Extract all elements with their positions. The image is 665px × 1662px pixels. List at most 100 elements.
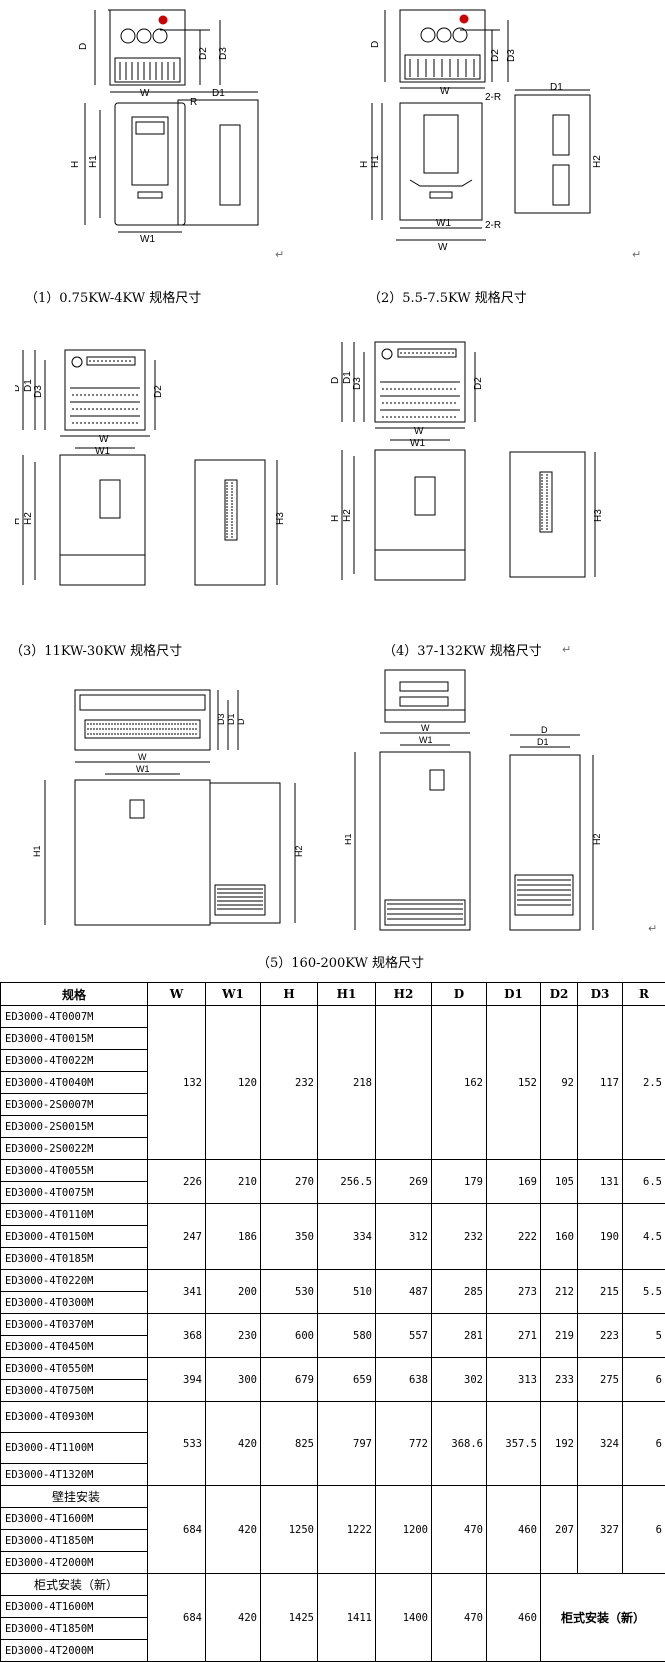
dim-w1: W1: [419, 735, 433, 745]
model-cell: ED3000-4T0007M: [1, 1006, 148, 1028]
dim-h: H: [330, 515, 341, 522]
caption-figure-5: （5）160-200KW 规格尺寸: [257, 952, 424, 971]
value-cell: 659: [318, 1358, 376, 1402]
value-cell: 179: [432, 1160, 487, 1204]
dim-r: R: [190, 97, 197, 108]
value-cell: 797: [318, 1402, 376, 1486]
value-cell: 324: [578, 1402, 623, 1486]
value-cell: 105: [541, 1160, 578, 1204]
value-cell: 256.5: [318, 1160, 376, 1204]
value-cell: 160: [541, 1204, 578, 1270]
value-cell: 487: [376, 1270, 432, 1314]
value-cell: 341: [148, 1270, 206, 1314]
dim-w1: W1: [140, 234, 155, 245]
dim-d: D: [236, 718, 246, 725]
value-cell: 600: [261, 1314, 318, 1358]
value-cell: 420: [206, 1486, 261, 1574]
dim-d3: D3: [33, 385, 44, 398]
dim-d2: D2: [198, 47, 209, 60]
value-cell: 2.5: [623, 1006, 665, 1160]
drawing-37-132kw: D D1 D3 D2 W W1 H H2 H3: [330, 332, 630, 622]
dim-w: W: [99, 434, 109, 445]
value-cell: 192: [541, 1402, 578, 1486]
drawing-160-200kw-wall: D3 D1 D W W1 H1 H2: [30, 685, 330, 935]
col-header: D3: [578, 983, 623, 1006]
spec-table: 规格 W W1 H H1 H2 D D1 D2 D3 R ED3000-4T00…: [0, 982, 665, 1662]
dim-d1: D1: [550, 82, 563, 93]
dim-d3: D3: [218, 47, 229, 60]
value-cell: 270: [261, 1160, 318, 1204]
value-cell: 131: [578, 1160, 623, 1204]
value-cell: 207: [541, 1486, 578, 1574]
value-cell: 190: [578, 1204, 623, 1270]
value-cell: 230: [206, 1314, 261, 1358]
value-cell: 233: [541, 1358, 578, 1402]
value-cell: 1250: [261, 1486, 318, 1574]
table-row: 壁挂安装 684 420 1250 1222 1200 470 460 207 …: [1, 1486, 665, 1508]
value-cell: 186: [206, 1204, 261, 1270]
model-cell: ED3000-2S0015M: [1, 1116, 148, 1138]
value-cell: 510: [318, 1270, 376, 1314]
model-cell: ED3000-4T2000M: [1, 1640, 148, 1662]
model-cell: ED3000-4T2000M: [1, 1552, 148, 1574]
table-header-row: 规格 W W1 H H1 H2 D D1 D2 D3 R: [1, 983, 665, 1006]
model-cell: ED3000-2S0007M: [1, 1094, 148, 1116]
value-cell: 1411: [318, 1574, 376, 1662]
caption-figure-2: （2）5.5-7.5KW 规格尺寸: [368, 287, 527, 306]
dim-d: D: [541, 725, 548, 735]
dim-h2: H2: [23, 512, 34, 525]
value-cell: 132: [148, 1006, 206, 1160]
dim-d3: D3: [352, 377, 363, 390]
value-cell: 200: [206, 1270, 261, 1314]
table-row: ED3000-4T0055M 226 210 270 256.5 269 179…: [1, 1160, 665, 1182]
dim-w: W: [140, 88, 150, 99]
paragraph-mark: ↵: [648, 922, 657, 935]
dim-d: D: [330, 377, 341, 384]
caption-figure-3: （3）11KW-30KW 规格尺寸: [10, 640, 182, 659]
dim-d1: D1: [226, 713, 236, 725]
value-cell: 580: [318, 1314, 376, 1358]
model-cell: ED3000-4T1320M: [1, 1464, 148, 1486]
value-cell: [376, 1006, 432, 1160]
dim-w1: W1: [436, 218, 451, 229]
value-cell: 825: [261, 1402, 318, 1486]
value-cell: 334: [318, 1204, 376, 1270]
value-cell: 247: [148, 1204, 206, 1270]
table-row: ED3000-4T0110M 247 186 350 334 312 232 2…: [1, 1204, 665, 1226]
value-cell: 327: [578, 1486, 623, 1574]
section-label-cabinet-mount: 柜式安装（新）: [1, 1574, 148, 1596]
value-cell: 117: [578, 1006, 623, 1160]
model-cell: ED3000-4T1600M: [1, 1508, 148, 1530]
dim-w: W: [414, 426, 424, 437]
dim-d3: D3: [216, 713, 226, 725]
dim-d1: D1: [537, 737, 549, 747]
value-cell: 1222: [318, 1486, 376, 1574]
col-header: R: [623, 983, 665, 1006]
value-cell: 212: [541, 1270, 578, 1314]
value-cell: 5.5: [623, 1270, 665, 1314]
value-cell: 420: [206, 1402, 261, 1486]
model-cell: ED3000-4T0750M: [1, 1380, 148, 1402]
value-cell: 281: [432, 1314, 487, 1358]
dim-h2: H2: [342, 509, 353, 522]
value-cell: 684: [148, 1486, 206, 1574]
value-cell: 273: [487, 1270, 541, 1314]
value-cell: 5: [623, 1314, 665, 1358]
dim-h1: H1: [32, 845, 42, 857]
dim-h1: H1: [370, 155, 381, 168]
col-header: D: [432, 983, 487, 1006]
value-cell: 302: [432, 1358, 487, 1402]
model-cell: ED3000-4T1850M: [1, 1618, 148, 1640]
paragraph-mark: ↵: [562, 643, 571, 656]
model-cell: ED3000-4T1850M: [1, 1530, 148, 1552]
value-cell: 557: [376, 1314, 432, 1358]
value-cell: 120: [206, 1006, 261, 1160]
model-cell: ED3000-4T0055M: [1, 1160, 148, 1182]
value-cell: 679: [261, 1358, 318, 1402]
col-header: H1: [318, 983, 376, 1006]
value-cell: 460: [487, 1486, 541, 1574]
table-row: ED3000-4T0220M 341 200 530 510 487 285 2…: [1, 1270, 665, 1292]
model-cell: ED3000-4T0450M: [1, 1336, 148, 1358]
model-cell: ED3000-4T0015M: [1, 1028, 148, 1050]
col-header: H: [261, 983, 318, 1006]
